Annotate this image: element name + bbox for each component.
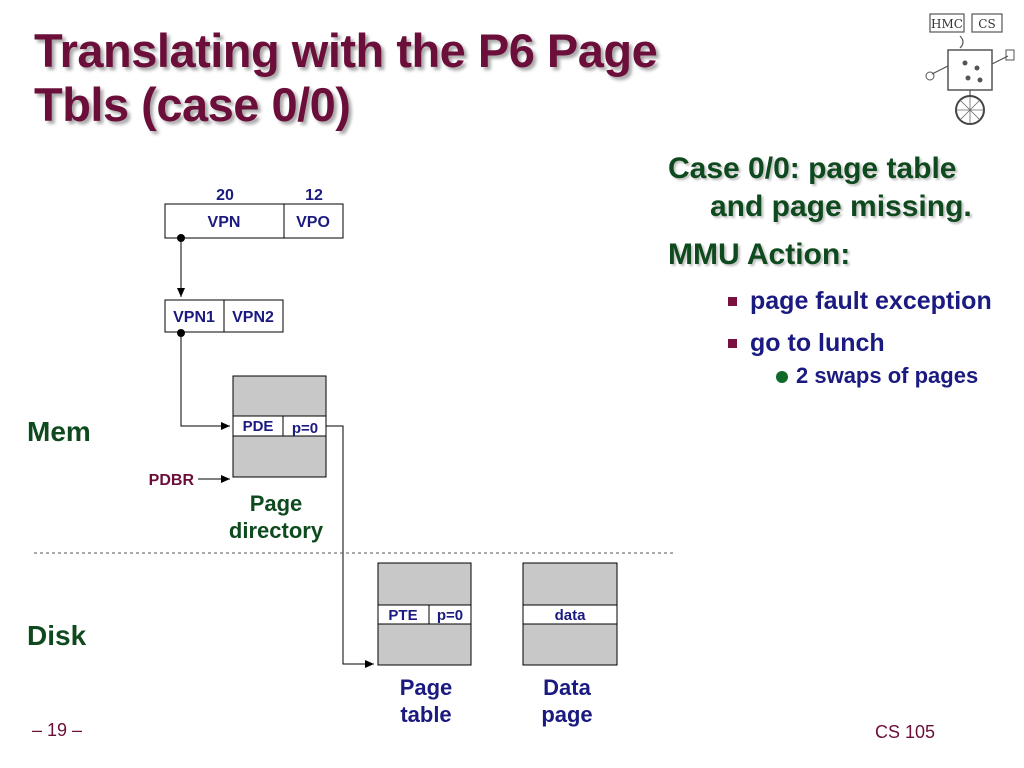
disk-region-label: Disk xyxy=(27,620,87,651)
pde-present-bit: p=0 xyxy=(292,420,318,437)
pte-field: PTE xyxy=(388,607,417,624)
svg-text:CS: CS xyxy=(978,17,995,31)
vpo-bit-width: 12 xyxy=(305,187,323,204)
square-bullet-icon xyxy=(728,297,737,306)
square-bullet-icon xyxy=(728,339,737,348)
pde-field: PDE xyxy=(243,418,274,435)
arrow-pde-to-page-table xyxy=(326,425,374,668)
page-table-label-line1: Page xyxy=(400,675,453,700)
page-directory: PDE p=0 xyxy=(232,375,327,478)
bullet-go-to-lunch-text: go to lunch xyxy=(750,329,885,357)
vpn-field: VPN xyxy=(208,214,241,231)
page-number: – 19 – xyxy=(32,720,83,740)
dot-bullet-icon xyxy=(776,371,788,383)
bullet-page-fault-text: page fault exception xyxy=(750,287,992,315)
page-directory-label-line1: Page xyxy=(250,491,303,516)
data-page-label-line1: Data xyxy=(543,675,591,700)
page-table-label-line2: table xyxy=(400,702,451,727)
pdbr-label: PDBR xyxy=(149,472,195,489)
mem-region-label: Mem xyxy=(27,416,91,447)
data-field: data xyxy=(555,607,587,624)
subbullet-swaps-text: 2 swaps of pages xyxy=(796,363,979,388)
vpo-field: VPO xyxy=(296,214,330,231)
data-page-label-line2: page xyxy=(541,702,592,727)
bullet-go-to-lunch: go to lunch xyxy=(668,326,1008,360)
course-label: CS 105 xyxy=(875,722,936,742)
bullet-list: Case 0/0: page table and page missing. M… xyxy=(668,150,1008,392)
title-line-2: Tbls (case 0/0) xyxy=(34,78,351,131)
vpn-bit-width: 20 xyxy=(216,187,234,204)
subbullet-swaps: 2 swaps of pages xyxy=(668,360,1008,392)
mmu-action-heading: MMU Action: xyxy=(668,238,851,271)
arrow-vpn1-to-pde xyxy=(180,333,230,430)
page-directory-label-line2: directory xyxy=(229,518,324,543)
vpn-split-box: VPN1 VPN2 xyxy=(164,299,284,333)
virtual-address-box: VPN VPO xyxy=(164,203,344,239)
vpn2-field: VPN2 xyxy=(232,309,274,326)
hmc-cs-logo-icon: HMC CS xyxy=(925,13,1015,125)
svg-text:HMC: HMC xyxy=(931,17,963,31)
vpn1-field: VPN1 xyxy=(173,309,215,326)
slide-title: Translating with the P6 Page Tbls (case … xyxy=(34,24,854,132)
data-page: data xyxy=(522,562,618,666)
case-heading: Case 0/0: page table and page missing. xyxy=(668,152,972,223)
pte-present-bit: p=0 xyxy=(437,607,463,624)
title-line-1: Translating with the P6 Page xyxy=(34,24,658,77)
page-table: PTE p=0 xyxy=(377,562,472,666)
bullet-page-fault: page fault exception xyxy=(668,284,1008,318)
